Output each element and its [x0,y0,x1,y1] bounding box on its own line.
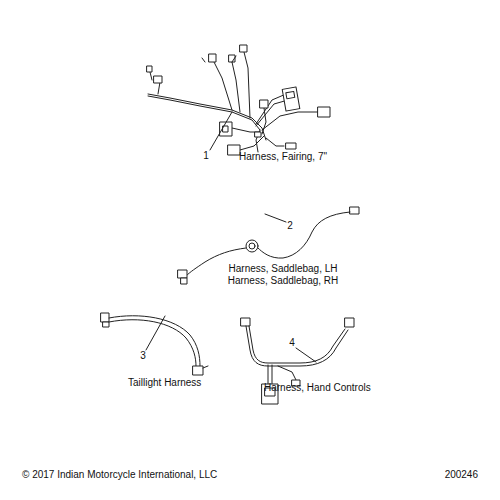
fairing-harness [147,45,330,155]
leader-line [270,224,285,225]
drawing-number: 200246 [445,469,478,481]
leader-line [265,214,286,222]
part-name: Harness, Saddlebag, RH [228,275,339,287]
taillight-harness [101,313,208,375]
leader-line [146,316,165,350]
callout-number: 2 [287,220,293,232]
copyright-notice: © 2017 Indian Motorcycle International, … [22,469,217,481]
part-name: Harness, Saddlebag, LH [229,263,338,275]
part-name: Taillight Harness [128,377,201,389]
saddlebag-harness [178,207,359,284]
callout-number: 3 [140,350,146,362]
leader-line [296,348,316,362]
part-name: Harness, Hand Controls [264,382,371,394]
leader-line [210,112,232,150]
callout-number: 4 [289,337,295,349]
part-name: Harness, Fairing, 7" [239,151,327,163]
callout-number: 1 [203,150,209,162]
